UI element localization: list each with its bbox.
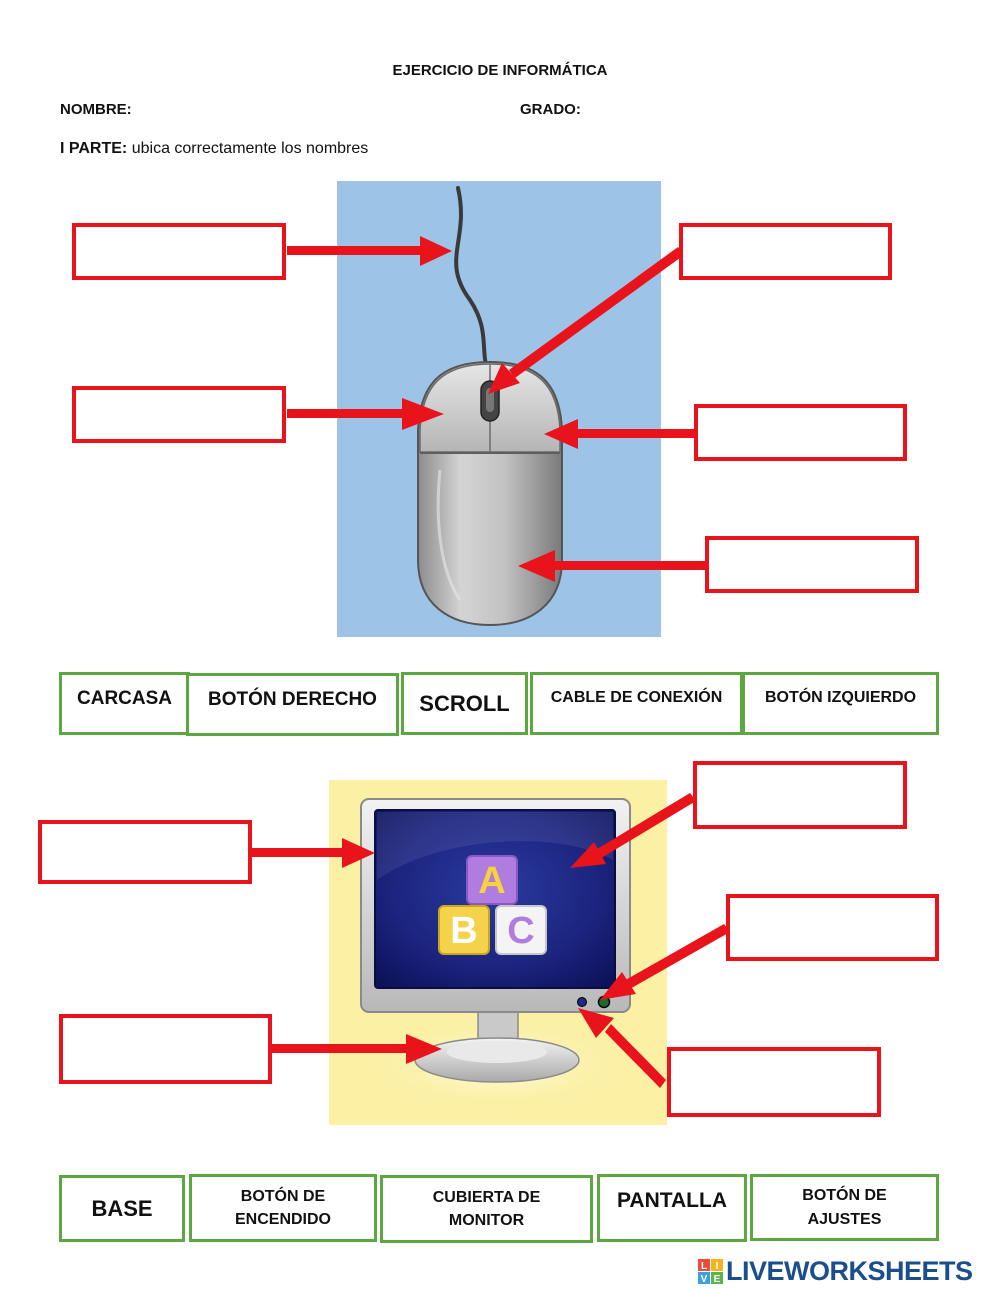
brand-name: LIVEWORKSHEETS [726, 1256, 973, 1286]
word-card-boton-de-ajustes[interactable]: BOTÓN DE AJUSTES [750, 1174, 939, 1241]
answer-box-left-button[interactable] [72, 386, 286, 443]
logo-letter-i: I [716, 1261, 719, 1272]
answer-box-power-button[interactable] [726, 894, 939, 961]
block-letter-a: A [478, 860, 506, 902]
word-card-boton-de-encendido[interactable]: BOTÓN DE ENCENDIDO [189, 1174, 377, 1242]
answer-box-scroll[interactable] [679, 223, 892, 280]
word-card-base[interactable]: BASE [59, 1175, 185, 1242]
answer-box-case[interactable] [705, 536, 919, 593]
block-letter-c: C [507, 910, 535, 952]
word-card-pantalla[interactable]: PANTALLA [597, 1174, 747, 1242]
logo-letter-e: E [714, 1274, 721, 1285]
answer-box-monitor-cover[interactable] [38, 820, 252, 884]
instruction: I PARTE: ubica correctamente los nombres [60, 140, 368, 158]
instruction-part: I PARTE: [60, 140, 128, 157]
logo-letter-v: V [701, 1274, 708, 1285]
word-card-carcasa[interactable]: CARCASA [59, 672, 190, 735]
answer-box-cable[interactable] [72, 223, 286, 280]
word-card-cable-de-conexion[interactable]: CABLE DE CONEXIÓN [530, 672, 743, 735]
brand-logo: L I V E LIVEWORKSHEETS [698, 1256, 973, 1287]
liveworksheets-logo-icon: L I V E [698, 1258, 723, 1285]
answer-box-right-button[interactable] [694, 404, 907, 461]
instruction-text: ubica correctamente los nombres [127, 140, 369, 157]
word-card-cubierta-de-monitor[interactable]: CUBIERTA DE MONITOR [380, 1175, 593, 1243]
word-card-boton-derecho[interactable]: BOTÓN DERECHO [186, 673, 399, 736]
grade-label: GRADO: [520, 101, 581, 118]
worksheet-title: EJERCICIO DE INFORMÁTICA [392, 62, 608, 79]
logo-letter-l: L [701, 1261, 707, 1272]
word-card-boton-izquierdo[interactable]: BOTÓN IZQUIERDO [742, 672, 939, 735]
block-letter-b: B [450, 910, 478, 952]
answer-box-settings-button[interactable] [667, 1047, 881, 1117]
name-label: NOMBRE: [60, 101, 132, 118]
word-card-scroll[interactable]: SCROLL [401, 672, 528, 735]
answer-box-base[interactable] [59, 1014, 272, 1084]
answer-box-screen[interactable] [693, 761, 907, 829]
